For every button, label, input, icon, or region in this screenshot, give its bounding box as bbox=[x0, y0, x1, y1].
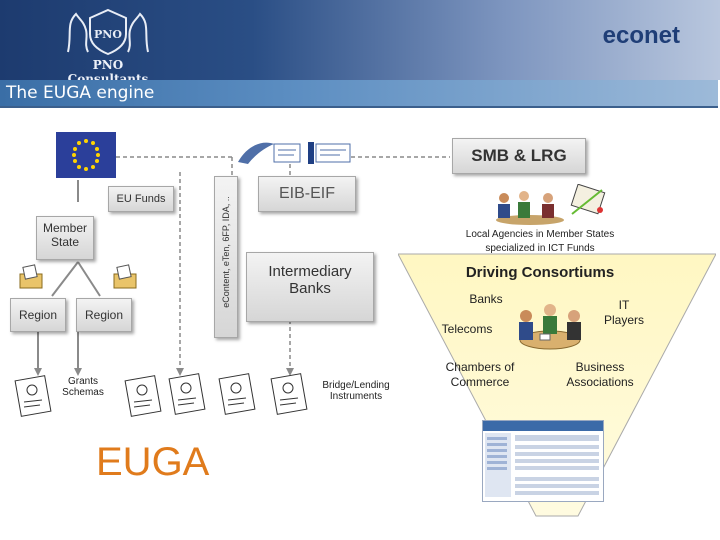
grant-document-icon bbox=[14, 375, 52, 417]
grant-document-icon bbox=[270, 373, 308, 415]
eu-flag-icon bbox=[56, 132, 116, 178]
euga-title: EUGA bbox=[96, 440, 210, 484]
website-screenshot-thumbnail bbox=[482, 420, 604, 502]
bridge-lending-label: Bridge/Lending Instruments bbox=[322, 380, 390, 402]
svg-text:PNO: PNO bbox=[94, 28, 122, 41]
header-banner bbox=[0, 0, 720, 80]
title-bar: The EUGA engine bbox=[0, 80, 718, 108]
business-meeting-icon bbox=[488, 183, 608, 230]
folder-docs-icon bbox=[18, 264, 44, 294]
econet-brand: econet bbox=[602, 22, 680, 49]
grant-document-icon bbox=[124, 375, 162, 417]
eu-funds-box: EU Funds bbox=[108, 186, 174, 212]
driving-consortiums-label: Driving Consortiums bbox=[465, 264, 615, 281]
folder-docs-icon bbox=[112, 264, 138, 294]
region-box-left: Region bbox=[10, 298, 66, 332]
lion-crest-icon: PNO bbox=[67, 8, 149, 56]
programmes-vertical-label: eContent, eTen, 6FP, IDA, .. bbox=[221, 196, 231, 308]
slide-title: The EUGA engine bbox=[6, 83, 155, 103]
intermediary-banks-box: Intermediary Banks bbox=[246, 252, 374, 322]
local-agencies-label: Local Agencies in Member States speciali… bbox=[465, 229, 615, 254]
grant-document-icon bbox=[168, 373, 206, 415]
programmes-vertical-box: eContent, eTen, 6FP, IDA, .. bbox=[214, 176, 238, 338]
business-assoc-label: Business Associations bbox=[566, 360, 634, 389]
member-state-box: Member State bbox=[36, 216, 94, 260]
eib-eif-box: EIB-EIF bbox=[258, 176, 356, 212]
eib-logo bbox=[234, 138, 358, 168]
it-players-label: IT Players bbox=[603, 298, 644, 327]
chambers-label: Chambers of Commerce bbox=[445, 360, 515, 389]
consortium-meeting-icon bbox=[510, 300, 590, 362]
banks-label: Banks bbox=[469, 292, 503, 306]
smb-lrg-box: SMB & LRG bbox=[452, 138, 586, 174]
telecoms-label: Telecoms bbox=[441, 322, 493, 336]
region-box-right: Region bbox=[76, 298, 132, 332]
grant-document-icon bbox=[218, 373, 256, 415]
grants-schemas-label: Grants Schemas bbox=[62, 376, 104, 398]
